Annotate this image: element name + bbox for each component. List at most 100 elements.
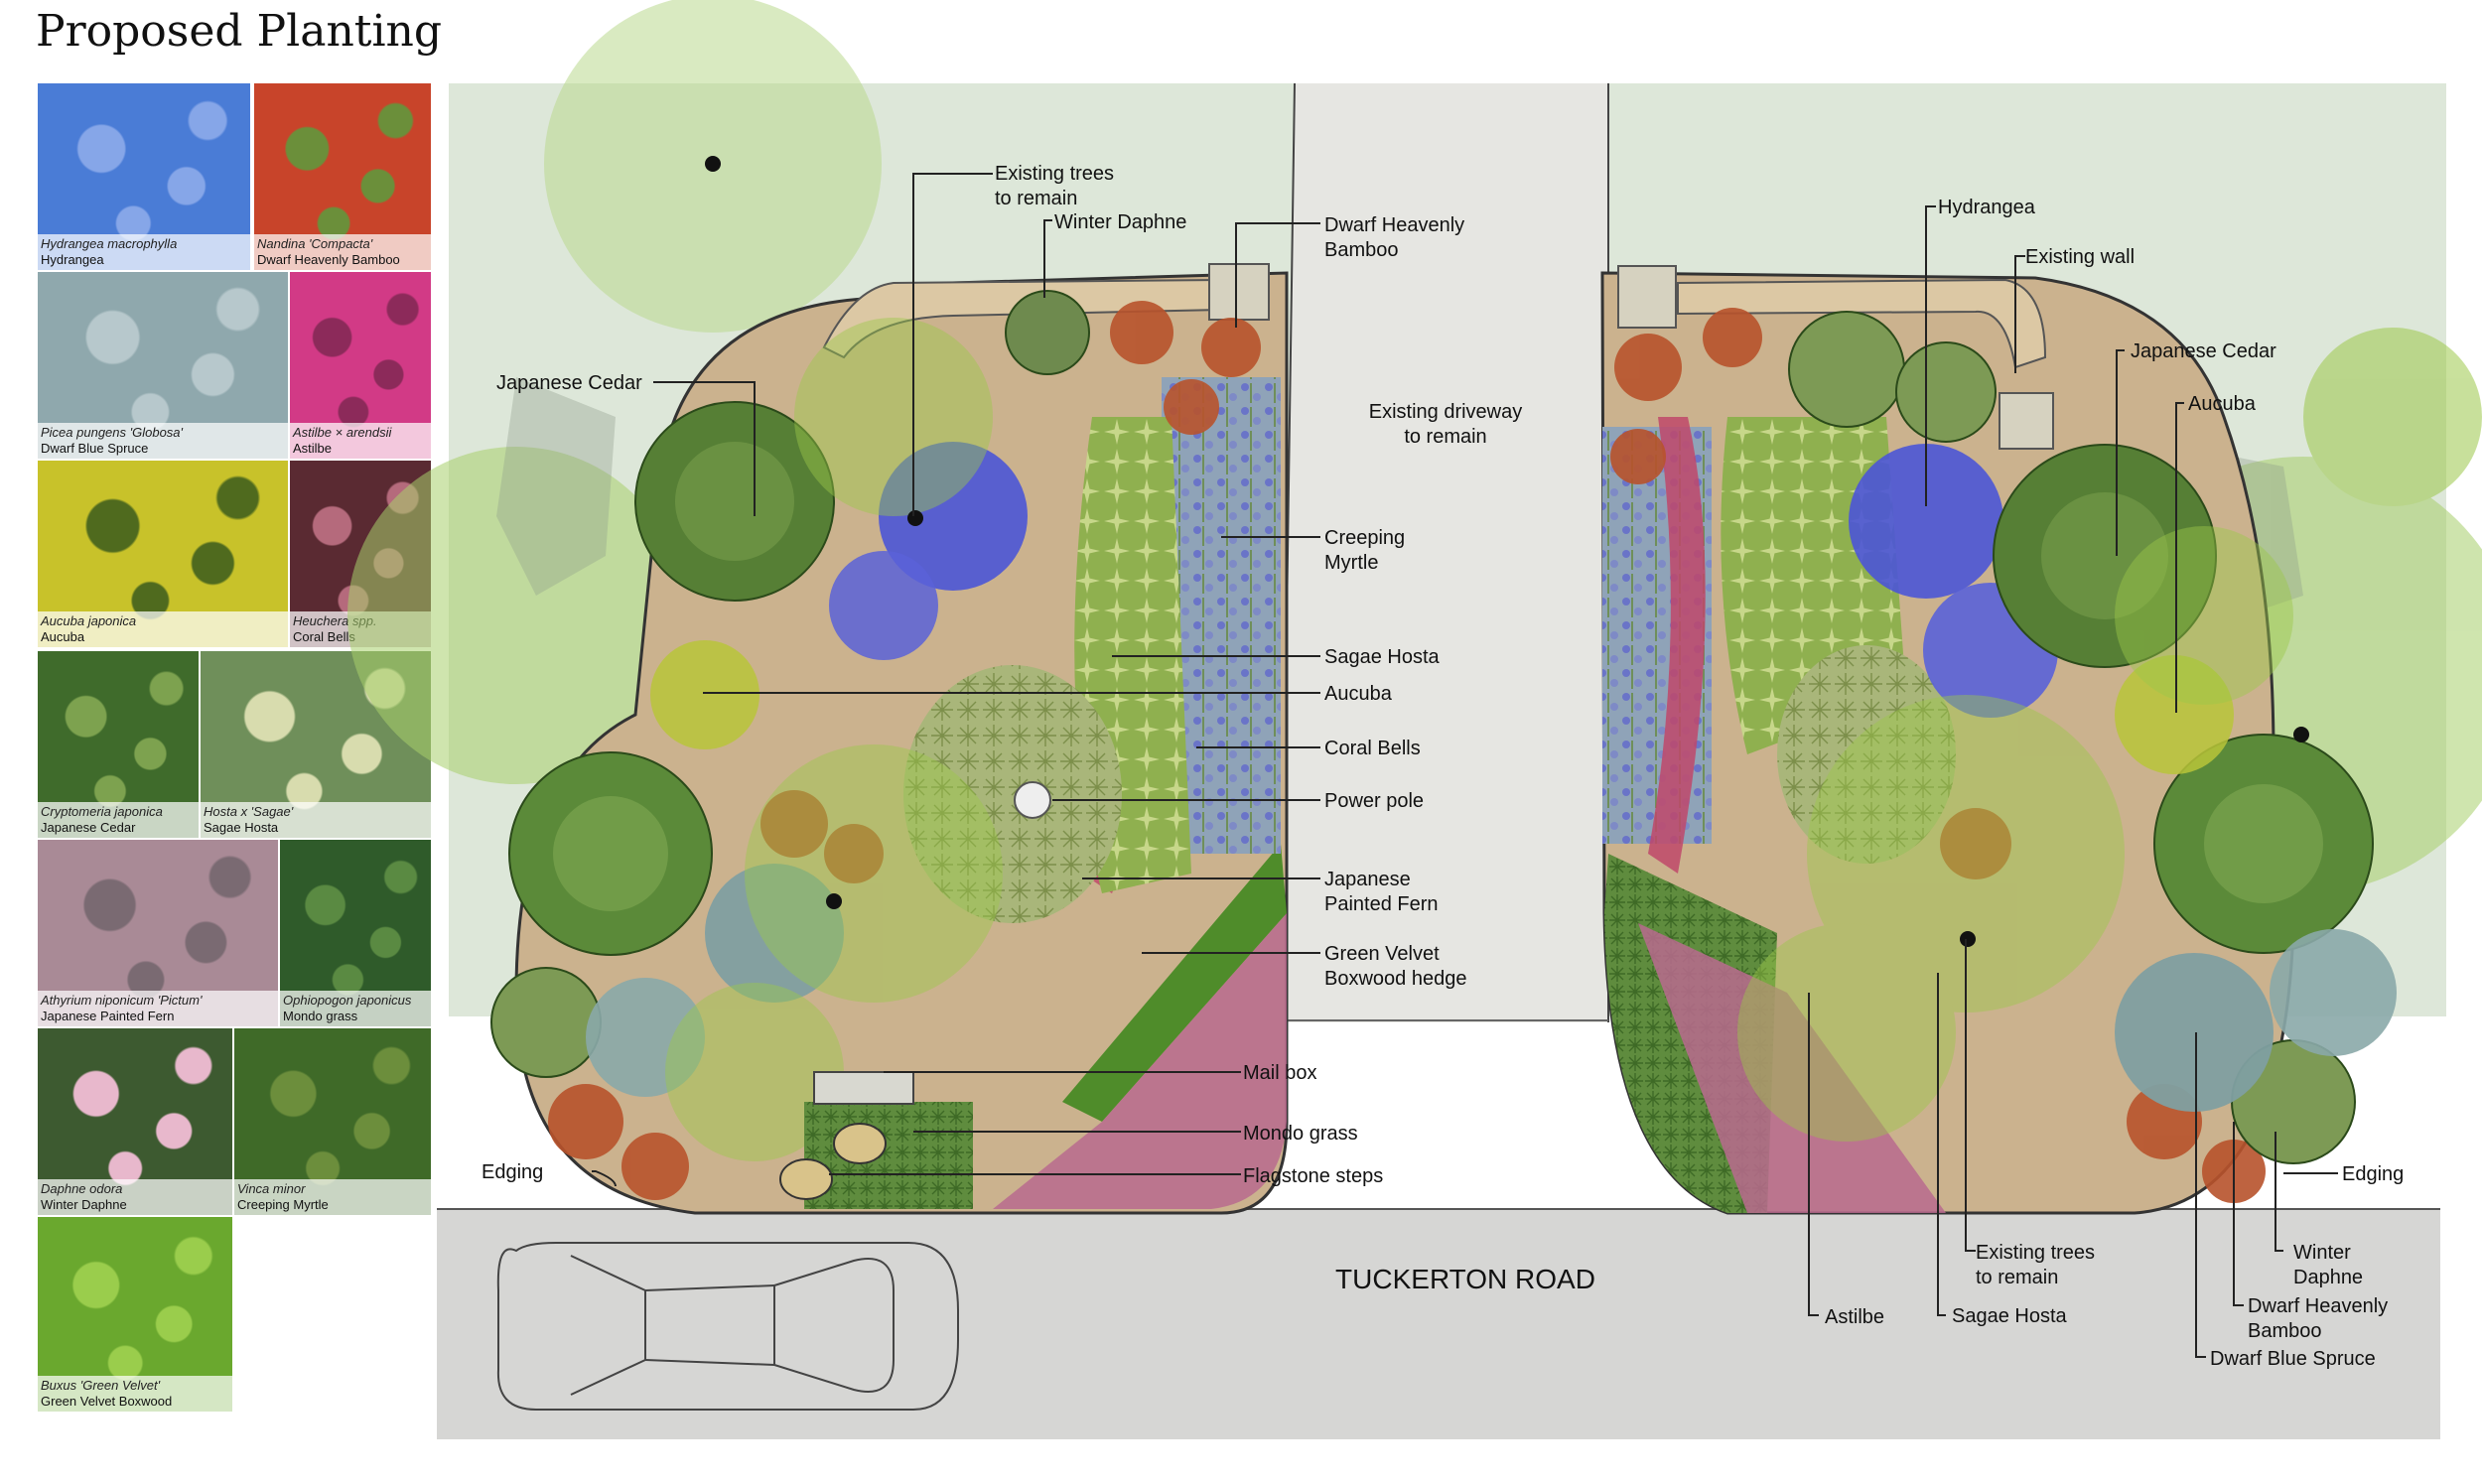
dwarf-blue-spruce-left bbox=[705, 864, 844, 1003]
label-line: Mail box bbox=[1243, 1062, 1316, 1084]
road bbox=[437, 1209, 2440, 1439]
winter-daphne-right-1 bbox=[1788, 311, 1905, 428]
power-pole bbox=[1014, 781, 1051, 819]
label-existing-wall: Existing wall bbox=[2025, 246, 2135, 268]
right-planting-bed bbox=[1600, 265, 2397, 1215]
label-japanese-cedar-right: Japanese Cedar bbox=[2131, 340, 2276, 362]
label-line: TUCKERTON ROAD bbox=[1335, 1264, 1595, 1294]
painted-fern-right bbox=[1777, 645, 1956, 864]
label-line: Boxwood hedge bbox=[1324, 968, 1466, 990]
mail-box bbox=[813, 1071, 914, 1105]
driveway bbox=[1281, 83, 1608, 1022]
label-line: Dwarf Blue Spruce bbox=[2210, 1348, 2376, 1370]
label-aucuba-right: Aucuba bbox=[2188, 393, 2257, 415]
label-sagae-hosta-left: Sagae Hosta bbox=[1324, 646, 1441, 668]
label-edging-left: Edging bbox=[482, 1161, 543, 1183]
label-line: Japanese Cedar bbox=[2131, 340, 2276, 362]
label-line: Existing trees bbox=[1976, 1242, 2095, 1264]
plan-labels: Existing trees to remain Winter Daphne Dw… bbox=[482, 163, 2404, 1370]
label-line: Creeping bbox=[1324, 527, 1405, 549]
label-power-pole: Power pole bbox=[1324, 790, 1424, 812]
label-astilbe: Astilbe bbox=[1825, 1306, 1884, 1328]
wall-pillar-left bbox=[1208, 263, 1270, 321]
car-outline bbox=[496, 1242, 959, 1411]
painted-fern-area bbox=[903, 665, 1122, 923]
label-line: Astilbe bbox=[1825, 1306, 1884, 1328]
label-line: Bamboo bbox=[2248, 1320, 2322, 1342]
label-line: Existing driveway bbox=[1369, 401, 1523, 423]
label-line: Existing wall bbox=[2025, 246, 2135, 268]
label-japanese-cedar-left: Japanese Cedar bbox=[496, 372, 642, 394]
label-winter-daphne-left: Winter Daphne bbox=[1054, 211, 1186, 233]
label-mondo-grass: Mondo grass bbox=[1243, 1123, 1358, 1145]
hydrangea-left bbox=[879, 442, 1028, 591]
coral-bells-right bbox=[1648, 417, 1706, 874]
dwarf-bamboo-cluster-left bbox=[548, 301, 1261, 1200]
label-flagstone-steps: Flagstone steps bbox=[1243, 1165, 1383, 1187]
existing-wall-right bbox=[1677, 278, 2047, 369]
label-driveway: Existing driveway to remain bbox=[1369, 401, 1523, 448]
label-road: TUCKERTON ROAD bbox=[1335, 1264, 1595, 1294]
label-line: Myrtle bbox=[1324, 552, 1378, 574]
label-edging-right: Edging bbox=[2342, 1163, 2404, 1185]
aucuba-right bbox=[2115, 655, 2234, 774]
label-line: Bamboo bbox=[1324, 239, 1399, 261]
left-planting-bed bbox=[490, 156, 1289, 1215]
label-hydrangea-right: Hydrangea bbox=[1938, 197, 2036, 218]
label-line: Japanese bbox=[1324, 869, 1411, 890]
flagstone-1 bbox=[833, 1123, 887, 1164]
winter-daphne-left-2 bbox=[490, 967, 602, 1078]
label-line: Edging bbox=[2342, 1163, 2404, 1185]
label-line: Aucuba bbox=[2188, 393, 2257, 415]
label-line: Coral Bells bbox=[1324, 738, 1421, 759]
flagstone-2 bbox=[779, 1158, 833, 1200]
label-line: Dwarf Heavenly bbox=[2248, 1295, 2388, 1317]
boxwood-hedge bbox=[1062, 844, 1287, 1122]
label-line: Flagstone steps bbox=[1243, 1165, 1383, 1187]
label-line: Winter Daphne bbox=[1054, 211, 1186, 233]
label-mail-box: Mail box bbox=[1243, 1062, 1316, 1084]
label-sagae-hosta-right: Sagae Hosta bbox=[1952, 1305, 2068, 1327]
winter-daphne-left bbox=[1005, 290, 1090, 375]
page-title: Proposed Planting bbox=[36, 6, 443, 57]
label-line: Japanese Cedar bbox=[496, 372, 642, 394]
label-line: Dwarf Heavenly bbox=[1324, 214, 1464, 236]
label-line: Painted Fern bbox=[1324, 893, 1439, 915]
existing-tree-trunk bbox=[705, 156, 721, 172]
label-line: to remain bbox=[1976, 1267, 2058, 1288]
label-line: Power pole bbox=[1324, 790, 1424, 812]
hydrangea-right-1 bbox=[1849, 444, 2003, 599]
label-line: Existing trees bbox=[995, 163, 1114, 185]
label-coral-bells: Coral Bells bbox=[1324, 738, 1421, 759]
wall-pillar-right bbox=[1617, 265, 1677, 329]
label-dwarf-blue-spruce: Dwarf Blue Spruce bbox=[2210, 1348, 2376, 1370]
label-line: to remain bbox=[1404, 426, 1486, 448]
callout-leader-lines bbox=[592, 173, 2338, 1358]
label-line: Winter bbox=[2293, 1242, 2351, 1264]
astilbe-band bbox=[993, 913, 1287, 1209]
astilbe-right bbox=[1638, 923, 1946, 1213]
dwarf-blue-spruce-right bbox=[2115, 953, 2274, 1112]
label-line: Green Velvet bbox=[1324, 943, 1440, 965]
mondo-grass-left bbox=[804, 1102, 973, 1209]
label-line: Sagae Hosta bbox=[1324, 646, 1441, 668]
label-line: Daphne bbox=[2293, 1267, 2363, 1288]
aucuba-left bbox=[650, 640, 759, 749]
label-line: Hydrangea bbox=[1938, 197, 2036, 218]
label-line: Aucuba bbox=[1324, 683, 1393, 705]
label-aucuba-left: Aucuba bbox=[1324, 683, 1393, 705]
label-line: Mondo grass bbox=[1243, 1123, 1358, 1145]
label-existing-trees-right: Existing trees to remain bbox=[1976, 1242, 2095, 1288]
label-line: Edging bbox=[482, 1161, 543, 1183]
existing-wall-left bbox=[822, 278, 1222, 359]
label-line: Sagae Hosta bbox=[1952, 1305, 2068, 1327]
existing-tree-trunk-right bbox=[1960, 931, 1976, 947]
